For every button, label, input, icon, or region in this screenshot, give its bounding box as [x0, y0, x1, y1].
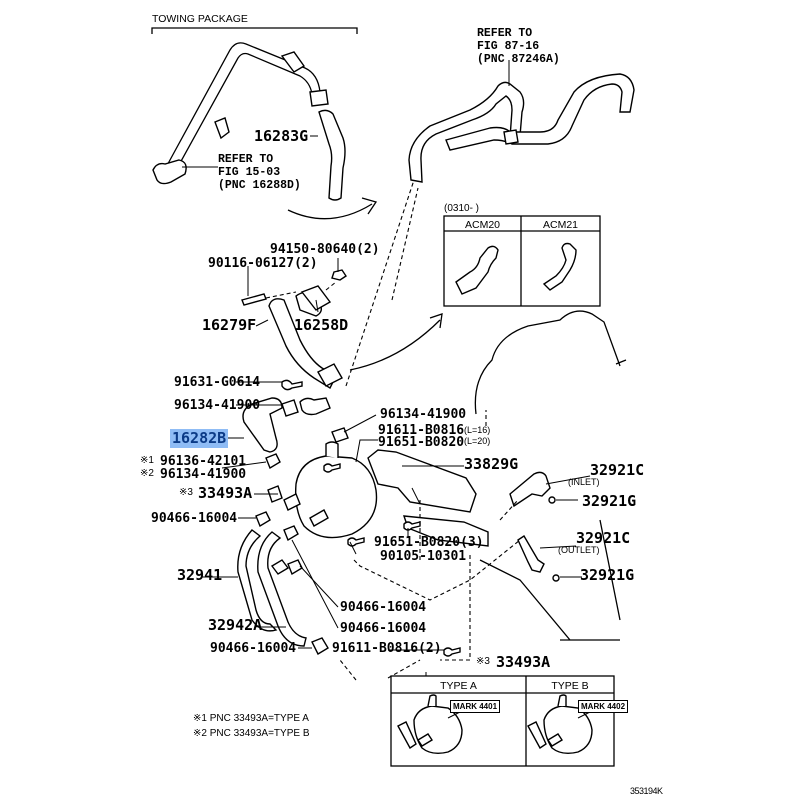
part-label-32921C-inlet[interactable]: 32921C	[590, 461, 645, 479]
inlet-note: (INLET)	[568, 477, 600, 487]
part-label-32921C-outlet[interactable]: 32921C	[576, 529, 631, 547]
flow-arrow-2	[349, 319, 441, 371]
part-label-32941[interactable]: 32941	[177, 566, 223, 584]
variant-box	[443, 215, 601, 307]
part-label-91651-B0820[interactable]: 91651-B0820	[378, 435, 465, 450]
type-a-header: TYPE A	[440, 680, 477, 692]
cooler-hose-refer-87246A	[408, 60, 635, 183]
part-label-90466-16004-a[interactable]: 90466-16004	[151, 511, 238, 526]
part-label-16279F[interactable]: 16279F	[202, 316, 257, 334]
part-label-96134-41900-c[interactable]: 96134-41900	[160, 467, 247, 482]
part-label-90466-16004-b[interactable]: 90466-16004	[340, 600, 427, 615]
part-label-91631-G0614[interactable]: 91631-G0614	[174, 375, 261, 390]
length-note-16: (L=16)	[464, 425, 491, 435]
nut-94150-80640	[331, 269, 347, 281]
ref-mark-1: ※1	[140, 455, 154, 466]
part-label-94150-80640[interactable]: 94150-80640(2)	[270, 242, 380, 257]
part-label-96134-41900-a[interactable]: 96134-41900	[174, 398, 261, 413]
part-label-96136-42101[interactable]: 96136-42101	[160, 454, 247, 469]
part-label-32942A[interactable]: 32942A	[208, 616, 263, 634]
refer-note-fig-87-16: REFER TO FIG 87-16 (PNC 87246A)	[477, 27, 560, 66]
leader-lines	[201, 258, 591, 676]
part-label-16258D[interactable]: 16258D	[294, 316, 349, 334]
part-label-96134-41900-b[interactable]: 96134-41900	[380, 407, 467, 422]
variant-col-acm21: ACM21	[542, 219, 578, 231]
towing-oil-pipe	[152, 42, 329, 185]
refer-note-fig-15-03: REFER TO FIG 15-03 (PNC 16288D)	[218, 153, 301, 192]
part-label-33829G[interactable]: 33829G	[464, 455, 519, 473]
hose-16282B[interactable]	[242, 397, 283, 453]
oil-pipe-16279F	[268, 291, 343, 390]
oil-cooler-33493A	[267, 441, 378, 539]
ref-mark-2: ※2	[140, 468, 154, 479]
type-a-mark: MARK 4401	[450, 700, 501, 713]
part-label-90466-16004-c[interactable]: 90466-16004	[340, 621, 427, 636]
part-label-90116-06127[interactable]: 90116-06127(2)	[208, 256, 318, 271]
hose-16283G	[318, 109, 346, 201]
part-label-33493A[interactable]: 33493A	[198, 484, 253, 502]
flow-arrow-1	[287, 203, 373, 220]
clamp-96134-top	[281, 399, 299, 417]
hose-32941	[237, 529, 278, 632]
hose-32942A	[257, 531, 307, 647]
variant-date-range: (0310- )	[444, 203, 480, 214]
ref-mark-3: ※3	[179, 487, 193, 498]
drawing-id: 353194K	[630, 786, 663, 796]
part-label-91611-B0816[interactable]: 91611-B0816	[378, 423, 465, 438]
bolt-90116-06127	[241, 293, 267, 306]
type-box-ref-mark: ※3	[476, 656, 490, 667]
type-box	[390, 675, 615, 767]
gasket-16258D	[300, 285, 332, 311]
bracket-33829G	[367, 449, 477, 513]
part-label-32921G-a[interactable]: 32921G	[582, 492, 637, 510]
part-label-16283G[interactable]: 16283G	[254, 127, 309, 145]
towing-package-bracket	[151, 27, 358, 34]
transmission-outline	[474, 310, 627, 415]
part-label-91651-B0820-3[interactable]: 91651-B0820(3)	[374, 535, 484, 550]
variant-col-acm20: ACM20	[464, 219, 500, 231]
part-label-32921G-b[interactable]: 32921G	[580, 566, 635, 584]
group-title: TOWING PACKAGE	[152, 13, 248, 25]
length-note-20: (L=20)	[464, 436, 491, 446]
type-b-mark: MARK 4402	[578, 700, 629, 713]
footnote-2: ※2 PNC 33493A=TYPE B	[193, 728, 310, 739]
type-box-part-label[interactable]: 33493A	[496, 653, 551, 671]
union-32921C-inlet	[509, 471, 551, 508]
footnote-1: ※1 PNC 33493A=TYPE A	[193, 713, 309, 724]
union-32921C-outlet	[517, 535, 545, 573]
outlet-note: (OUTLET)	[558, 545, 600, 555]
part-label-91611-B0816-2[interactable]: 91611-B0816(2)	[332, 641, 442, 656]
part-label-90466-16004-d[interactable]: 90466-16004	[210, 641, 297, 656]
part-label-90105-10301[interactable]: 90105-10301	[380, 549, 467, 564]
type-b-header: TYPE B	[551, 680, 589, 692]
part-label-16282B-selected[interactable]: 16282B	[170, 429, 229, 448]
